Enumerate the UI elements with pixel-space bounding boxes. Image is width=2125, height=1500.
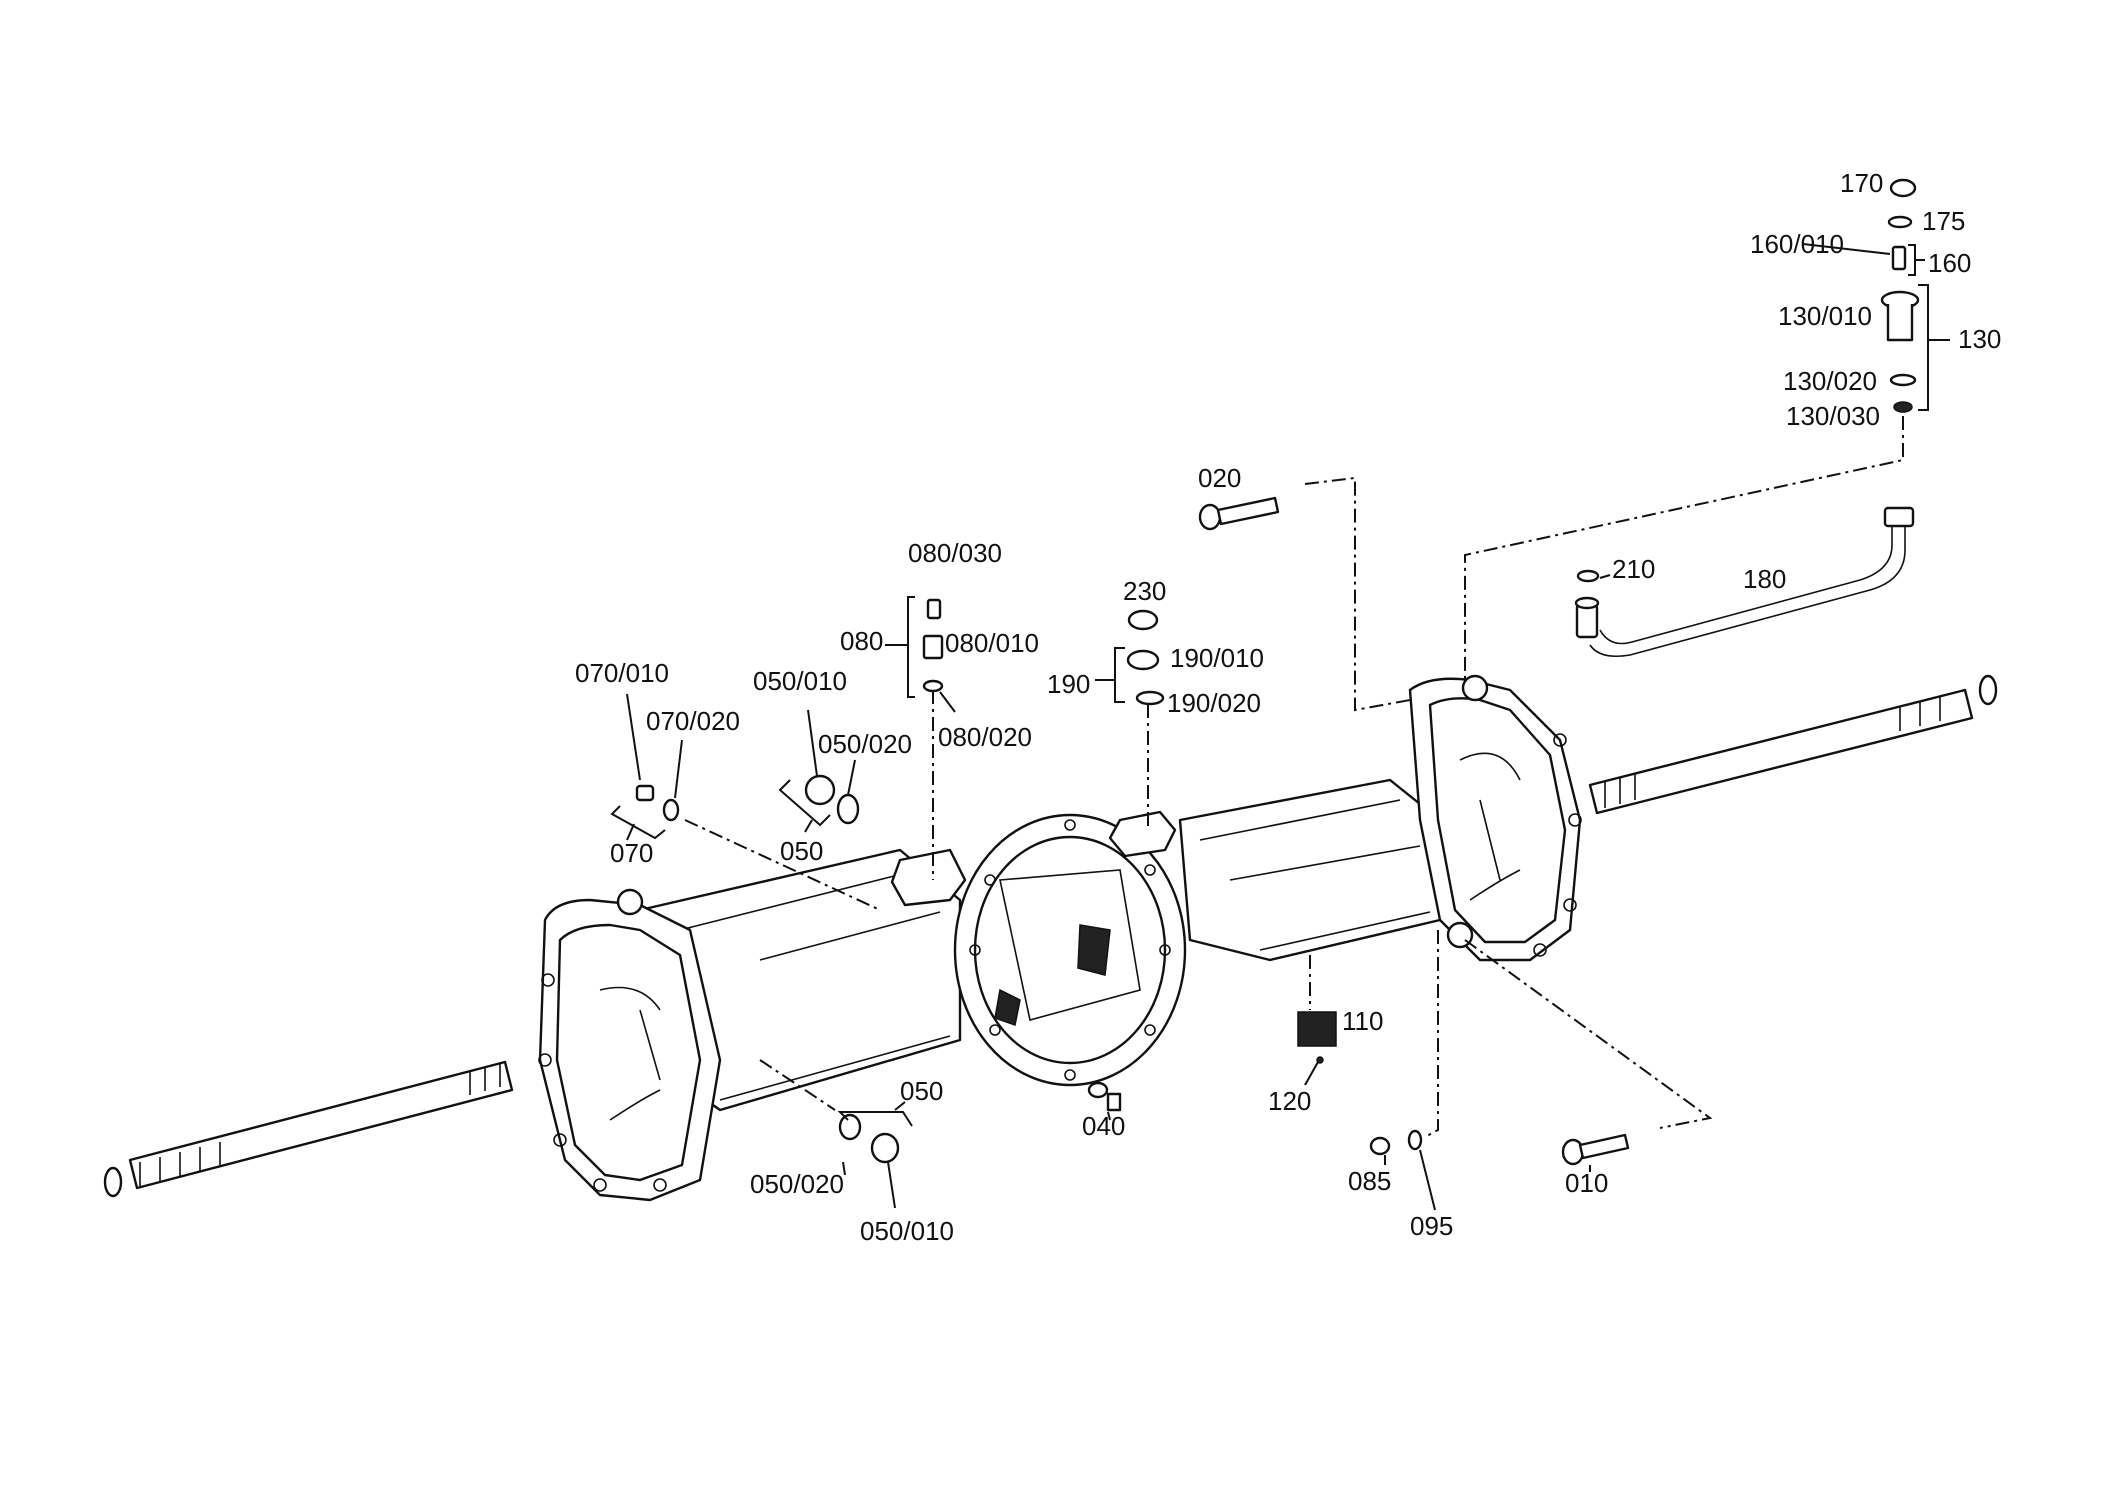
label-050-010-upper: 050/010 [753, 666, 847, 696]
label-130-010: 130/010 [1778, 301, 1872, 331]
label-120: 120 [1268, 1086, 1311, 1116]
label-050-010-lower: 050/010 [860, 1216, 954, 1246]
label-080-020: 080/020 [938, 722, 1032, 752]
label-130-020: 130/020 [1783, 366, 1877, 396]
label-160-010: 160/010 [1750, 229, 1844, 259]
label-050-upper: 050 [780, 836, 823, 866]
label-020: 020 [1198, 463, 1241, 493]
label-080-010: 080/010 [945, 628, 1039, 658]
label-070-020: 070/020 [646, 706, 740, 736]
assembly-lines [684, 416, 1904, 1138]
label-210: 210 [1612, 554, 1655, 584]
label-175: 175 [1922, 206, 1965, 236]
label-230: 230 [1123, 576, 1166, 606]
label-050-020-lower: 050/020 [750, 1169, 844, 1199]
label-050-020-upper: 050/020 [818, 729, 912, 759]
label-085: 085 [1348, 1166, 1391, 1196]
label-190-010: 190/010 [1170, 643, 1264, 673]
label-040: 040 [1082, 1111, 1125, 1141]
label-130: 130 [1958, 324, 2001, 354]
label-070: 070 [610, 838, 653, 868]
label-070-010: 070/010 [575, 658, 669, 688]
axle-housing [538, 674, 1582, 1202]
label-110: 110 [1342, 1006, 1383, 1036]
leader-lines [610, 243, 1950, 1211]
label-050-lower: 050 [900, 1076, 943, 1106]
label-190: 190 [1047, 669, 1090, 699]
label-080-030: 080/030 [908, 538, 1002, 568]
left-axle-shaft [103, 1060, 514, 1198]
label-180: 180 [1743, 564, 1786, 594]
part-labels: 170 175 160/010 160 130/010 130 130/020 … [575, 168, 2001, 1246]
label-190-020: 190/020 [1167, 688, 1261, 718]
label-130-030: 130/030 [1786, 401, 1880, 431]
label-160: 160 [1928, 248, 1971, 278]
label-170: 170 [1840, 168, 1883, 198]
small-parts [635, 178, 1920, 1166]
pipe-180 [1574, 506, 1915, 658]
label-010: 010 [1565, 1168, 1608, 1198]
label-080: 080 [840, 626, 883, 656]
right-axle-shaft [1588, 674, 1998, 815]
label-095: 095 [1410, 1211, 1453, 1241]
